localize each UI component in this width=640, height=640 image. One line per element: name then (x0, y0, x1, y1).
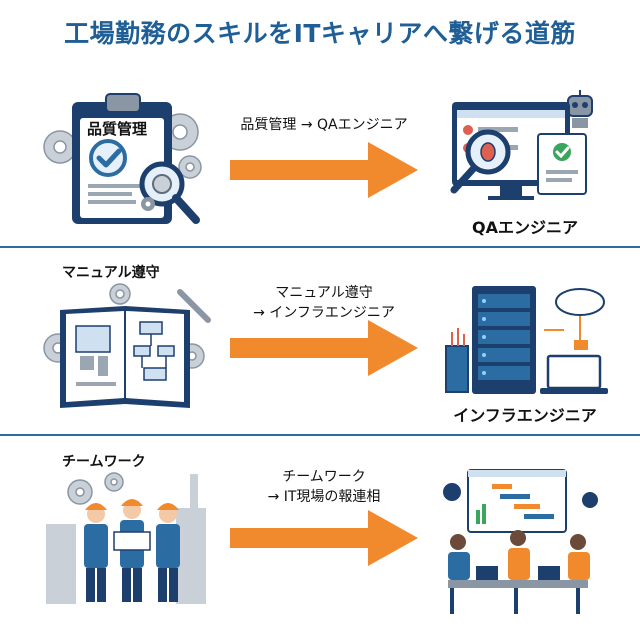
manual-book-icon (43, 283, 211, 408)
it-role-caption: QAエンジニア (472, 218, 578, 237)
factory-icon (46, 474, 206, 604)
workers-icon (46, 472, 206, 604)
team-meeting-icon (443, 469, 598, 614)
it-role-caption: インフラエンジニア (453, 406, 597, 425)
cloud-icon (555, 288, 605, 316)
transition-text: チームワーク → IT現場の報連相 (214, 467, 434, 507)
transition-text: マニュアル遵守 → インフラエンジニア (214, 283, 434, 323)
transition-text: 品質管理 → QAエンジニア (214, 115, 434, 135)
divider (0, 434, 640, 436)
transition-line: → インフラエンジニア (253, 305, 395, 321)
laptop-icon (540, 354, 608, 394)
skill-label: マニュアル遵守 (62, 265, 160, 281)
qa-monitor-illustration (450, 90, 593, 200)
server-rack-icon (445, 286, 608, 394)
transition-line: → IT現場の報連相 (267, 489, 381, 505)
orange-arrow (230, 142, 418, 198)
gear-icon (67, 472, 124, 505)
gantt-chart-icon (467, 469, 567, 533)
checkmark-icon (89, 139, 127, 177)
row-quality: 品質管理 品質管理 → QAエンジニア (0, 0, 640, 237)
magnifier-bug-icon (450, 129, 511, 194)
row-manual: マニュアル遵守 マニュアル遵守 → インフラエンジニア (0, 0, 640, 425)
skill-label: 品質管理 (84, 118, 151, 139)
row-teamwork: チームワーク チームワーク → IT現場の報連相 (0, 0, 640, 614)
transition-line: 品質管理 → QAエンジニア (240, 117, 408, 133)
orange-arrow (230, 510, 418, 566)
page-title: 工場勤務のスキルをITキャリアへ繋げる道筋 (64, 19, 576, 48)
transition-line: マニュアル遵守 (275, 285, 373, 301)
transition-line: チームワーク (282, 469, 366, 485)
orange-arrow (230, 320, 418, 376)
wrench-icon (177, 289, 211, 323)
divider (0, 246, 640, 248)
skill-label: チームワーク (62, 454, 146, 470)
